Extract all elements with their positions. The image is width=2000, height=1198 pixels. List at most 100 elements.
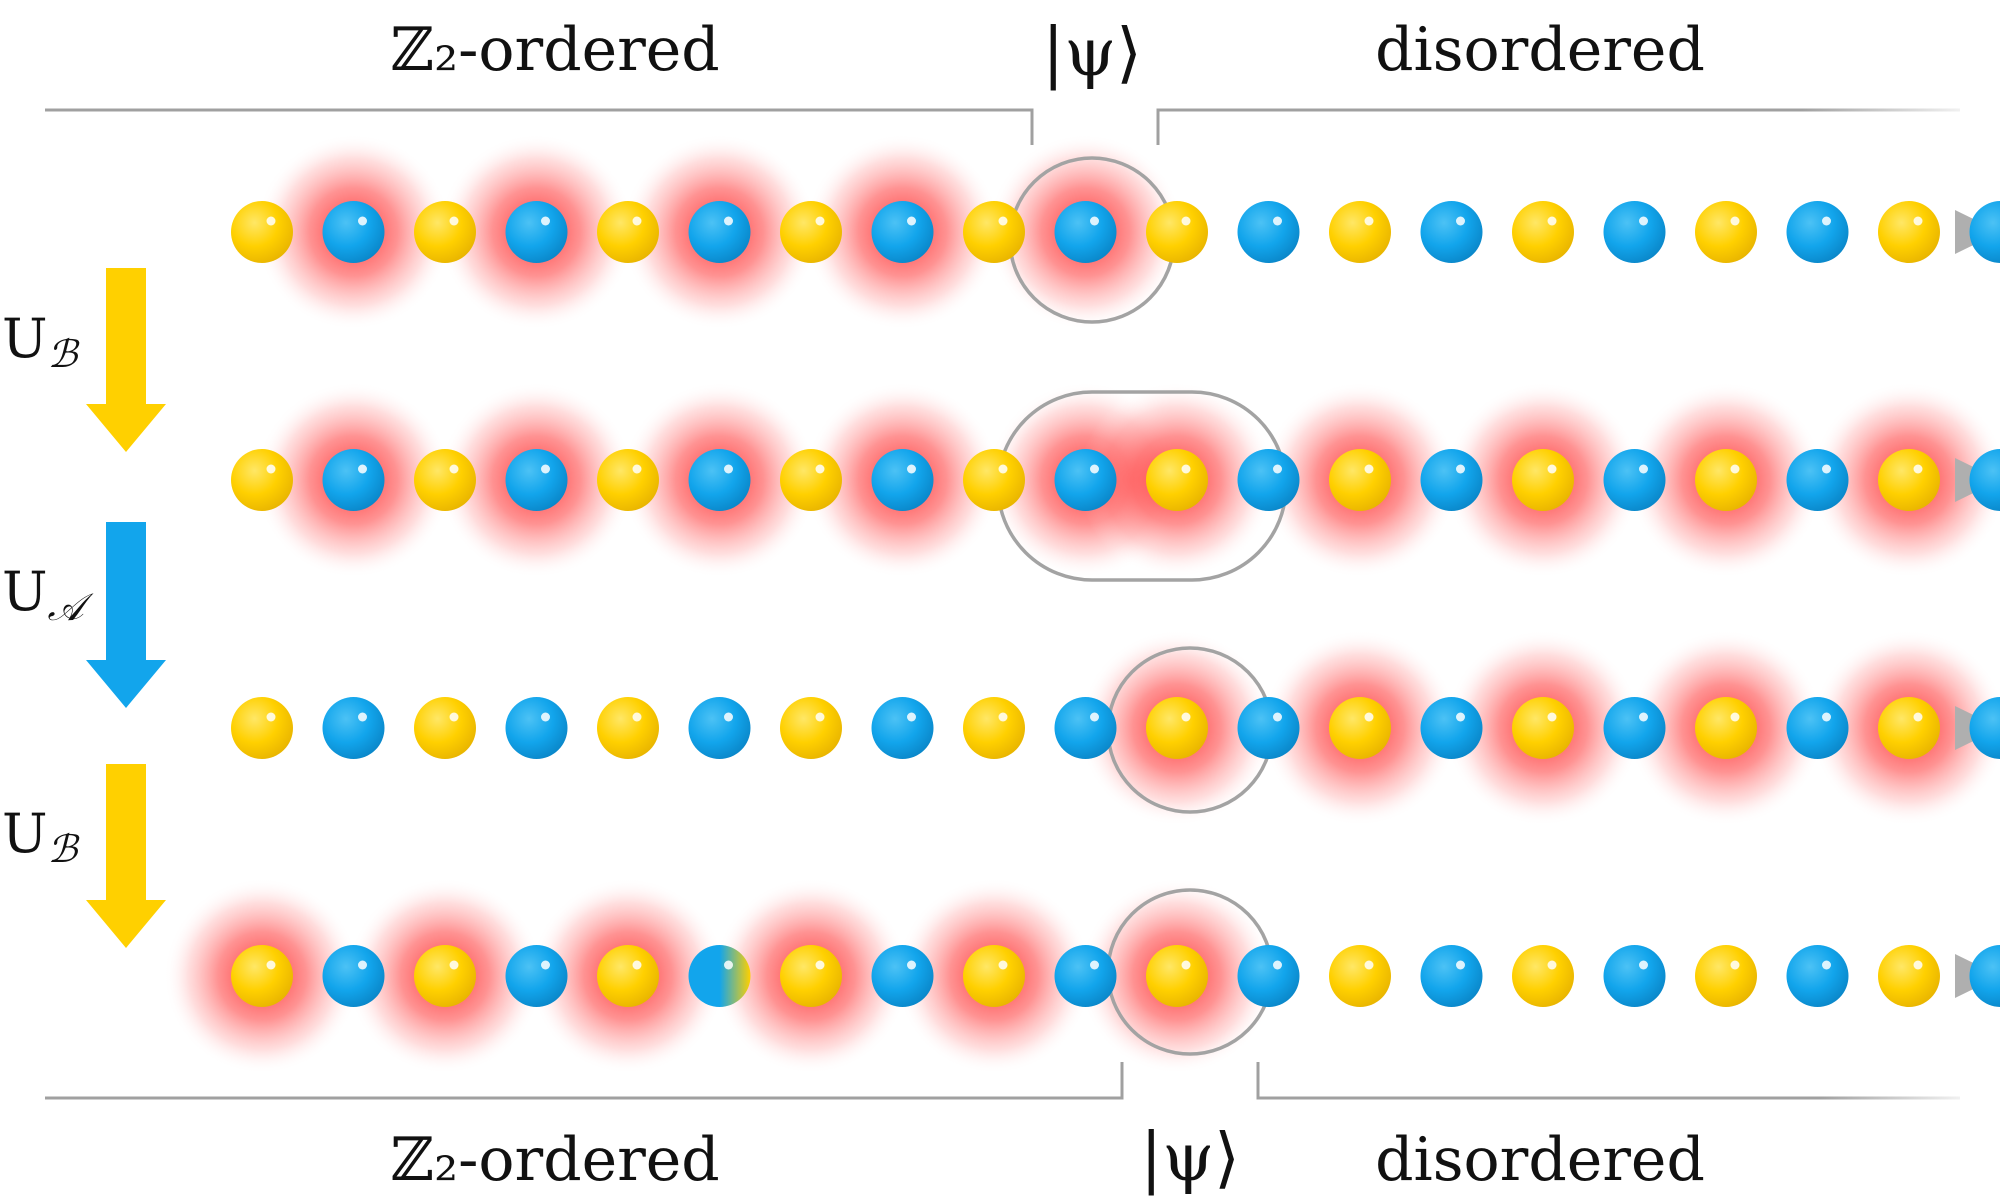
svg-text:Uℬ: Uℬ (2, 802, 81, 871)
yellow-atom (1146, 449, 1208, 511)
mixed-atom (688, 945, 751, 1007)
atom-highlight (1913, 712, 1923, 722)
atom-highlight (449, 464, 459, 474)
yellow-atom (597, 449, 659, 511)
atom-highlight (1181, 960, 1191, 970)
yellow-atom (1512, 697, 1574, 759)
top-left-region-label: ℤ₂-ordered (390, 15, 719, 85)
yellow-atom (1878, 449, 1940, 511)
operator-ub-1: Uℬ (2, 268, 166, 452)
atom-highlight (449, 216, 459, 226)
blue-atom (505, 449, 568, 511)
yellow-atom (780, 449, 842, 511)
atom-highlight (541, 216, 550, 226)
atom-highlight (998, 216, 1008, 226)
atom-highlight (1639, 960, 1648, 970)
atom-highlight (1822, 712, 1831, 722)
blue-atom (1786, 697, 1849, 759)
yellow-atom (1146, 945, 1208, 1007)
blue-atom (322, 697, 385, 759)
bottom-right-bracket (1256, 1062, 1960, 1100)
atom-highlight (449, 960, 459, 970)
yellow-atom (780, 945, 842, 1007)
atom-highlight (541, 960, 550, 970)
yellow-atom (231, 945, 293, 1007)
atom-highlight (815, 960, 825, 970)
bottom-left-bracket (45, 1062, 1124, 1100)
svg-text:U𝒜: U𝒜 (2, 560, 95, 629)
yellow-atom (963, 697, 1025, 759)
atom-highlight (358, 960, 367, 970)
blue-atom (1054, 945, 1117, 1007)
top-right-region-label: disordered (1375, 15, 1705, 85)
yellow-down-arrow-icon (86, 268, 166, 452)
blue-atom (1786, 449, 1849, 511)
atom-highlight (815, 216, 825, 226)
yellow-atom (1695, 697, 1757, 759)
yellow-atom (1329, 945, 1391, 1007)
yellow-atom (1329, 697, 1391, 759)
blue-atom (1420, 945, 1483, 1007)
yellow-atom (780, 697, 842, 759)
yellow-atom (1695, 449, 1757, 511)
atom-highlight (1181, 464, 1191, 474)
yellow-atom (1512, 945, 1574, 1007)
blue-atom (1603, 697, 1666, 759)
yellow-atom (1146, 201, 1208, 263)
operator-sub-label: ℬ (48, 827, 81, 871)
top-state-label: |ψ⟩ (1042, 14, 1142, 91)
yellow-atom (963, 201, 1025, 263)
yellow-atom (780, 201, 842, 263)
yellow-atom (1329, 201, 1391, 263)
atom-highlight (1547, 464, 1557, 474)
operator-main-label: U (2, 560, 48, 623)
blue-atom (871, 201, 934, 263)
blue-atom (1420, 449, 1483, 511)
blue-atom (1237, 449, 1300, 511)
atom-highlight (541, 712, 550, 722)
atom-highlight (1730, 216, 1740, 226)
atom-highlight (1273, 464, 1282, 474)
yellow-atom (1695, 945, 1757, 1007)
yellow-atom (1146, 697, 1208, 759)
yellow-atom (1878, 697, 1940, 759)
atom-highlight (1456, 216, 1465, 226)
atom-highlight (1456, 464, 1465, 474)
yellow-atom (414, 697, 476, 759)
blue-atom (322, 945, 385, 1007)
svg-text:Uℬ: Uℬ (2, 307, 81, 376)
yellow-down-arrow-icon (86, 764, 166, 948)
blue-atom (688, 449, 751, 511)
blue-atom (871, 697, 934, 759)
state-marker-row2 (996, 390, 1288, 582)
atom-highlight (1364, 464, 1374, 474)
blue-atom (688, 697, 751, 759)
atom-highlight (998, 712, 1008, 722)
atom-highlight (632, 216, 642, 226)
blue-atom (1603, 945, 1666, 1007)
atom-highlight (358, 712, 367, 722)
atom-highlight (1639, 712, 1648, 722)
operator-ua: U𝒜 (2, 522, 166, 708)
bottom-left-region-label: ℤ₂-ordered (390, 1125, 719, 1195)
atom-highlight (1090, 464, 1099, 474)
blue-atom (1420, 201, 1483, 263)
blue-atom (1054, 201, 1117, 263)
blue-atom (505, 201, 568, 263)
atom-highlight (907, 464, 916, 474)
atom-highlight (266, 960, 276, 970)
atom-highlight (907, 216, 916, 226)
yellow-atom (963, 449, 1025, 511)
top-left-bracket (45, 108, 1034, 145)
atom-highlight (1547, 216, 1557, 226)
atom-highlight (1364, 216, 1374, 226)
operator-sub-label: ℬ (48, 332, 81, 376)
yellow-atom (1878, 201, 1940, 263)
atom-highlight (907, 712, 916, 722)
atom-highlight (724, 712, 733, 722)
blue-atom (1786, 201, 1849, 263)
blue-atom (505, 945, 568, 1007)
atom-highlight (632, 960, 642, 970)
atom-highlight (1913, 960, 1923, 970)
atom-highlight (1456, 712, 1465, 722)
